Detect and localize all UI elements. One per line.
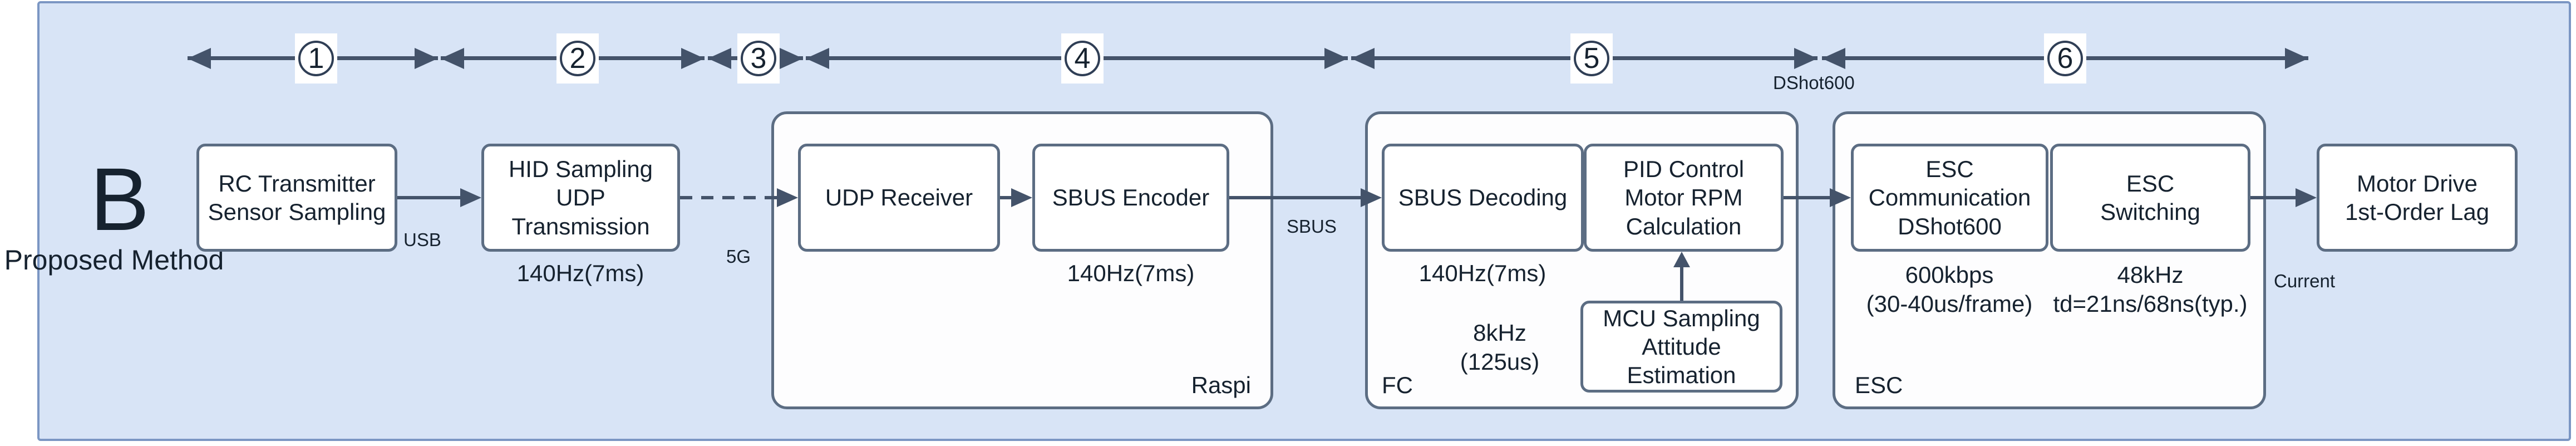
hid-rate-label: 140Hz(7ms) — [516, 260, 644, 286]
esc-switching-rate-label: 48kHz td=21ns/68ns(typ.) — [2053, 262, 2248, 317]
connector-rc-to-hid — [397, 196, 467, 199]
sbus-edge-label: SBUS — [1287, 216, 1337, 237]
fc-container-label: FC — [1382, 372, 1413, 398]
segment-badge-1: 1 — [295, 33, 337, 84]
connector-udp-to-encoder — [1000, 196, 1014, 199]
arrowhead-right-icon — [681, 48, 705, 69]
connector-mcu-to-pid-arrowhead-icon — [1673, 252, 1690, 267]
panel-method-label: Proposed Method — [4, 244, 224, 276]
panel-letter: B — [90, 149, 150, 249]
connector-encoder-to-decoding — [1229, 196, 1363, 199]
block-esc-switching: ESC Switching — [2050, 144, 2250, 252]
segment-badge-2: 2 — [556, 33, 599, 84]
arrowhead-left-icon — [806, 48, 829, 69]
arrowhead-right-icon — [780, 48, 803, 69]
segment-badge-5: 5 — [1570, 33, 1613, 84]
mcu-rate-label: 8kHz (125us) — [1460, 320, 1540, 375]
connector-hid-to-udp-arrowhead-icon — [777, 188, 798, 207]
esc-container-label: ESC — [1855, 372, 1903, 398]
block-mcu-sampling: MCU Sampling Attitude Estimation — [1580, 301, 1782, 393]
circled-number-3: 3 — [741, 41, 776, 76]
connector-udp-to-encoder-arrowhead-icon — [1011, 188, 1032, 207]
segment-badge-3: 3 — [737, 33, 780, 84]
arrowhead-left-icon — [441, 48, 464, 69]
circled-number-2: 2 — [560, 41, 595, 76]
circled-number-6: 6 — [2047, 41, 2083, 76]
block-udp-receiver: UDP Receiver — [798, 144, 1000, 252]
arrowhead-right-icon — [415, 48, 438, 69]
block-pid-control: PID Control Motor RPM Calculation — [1584, 144, 1784, 252]
5g-edge-label: 5G — [726, 246, 751, 267]
circled-number-4: 4 — [1065, 41, 1100, 76]
current-edge-label: Current — [2274, 271, 2336, 291]
arrowhead-left-icon — [1351, 48, 1375, 69]
arrowhead-right-icon — [1324, 48, 1348, 69]
connector-rc-to-hid-arrowhead-icon — [460, 188, 481, 207]
arrowhead-left-icon — [708, 48, 731, 69]
connector-escswitch-to-motor-arrowhead-icon — [2296, 188, 2317, 207]
connector-mcu-to-pid — [1680, 265, 1683, 302]
decoder-rate-label: 140Hz(7ms) — [1418, 260, 1546, 286]
segment-badge-4: 4 — [1061, 33, 1104, 84]
segment-badge-6: 6 — [2044, 33, 2086, 84]
connector-escswitch-to-motor — [2250, 196, 2298, 199]
connector-encoder-to-decoding-arrowhead-icon — [1361, 188, 1382, 207]
arrowhead-right-icon — [1794, 48, 1818, 69]
block-motor-drive: Motor Drive 1st-Order Lag — [2317, 144, 2518, 252]
block-esc-communication: ESC Communication DShot600 — [1851, 144, 2048, 252]
connector-pid-to-esccomm — [1784, 196, 1832, 199]
block-hid-sampling: HID Sampling UDP Transmission — [481, 144, 680, 252]
block-rc-transmitter: RC Transmitter Sensor Sampling — [196, 144, 397, 252]
dshot600-junction-label: DShot600 — [1773, 72, 1855, 93]
block-sbus-decoding: SBUS Decoding — [1382, 144, 1584, 252]
esc-comm-rate-label: 600kbps (30-40us/frame) — [1866, 262, 2033, 317]
usb-edge-label: USB — [403, 229, 441, 250]
connector-pid-to-esccomm-arrowhead-icon — [1830, 188, 1851, 207]
arrowhead-left-icon — [1822, 48, 1845, 69]
arrowhead-left-icon — [188, 48, 211, 69]
circled-number-1: 1 — [298, 41, 334, 76]
arrowhead-right-icon — [2285, 48, 2308, 69]
encoder-rate-label: 140Hz(7ms) — [1067, 260, 1195, 286]
circled-number-5: 5 — [1574, 41, 1609, 76]
connector-hid-to-udp-dashed — [680, 196, 778, 199]
raspi-container-label: Raspi — [1191, 372, 1251, 398]
block-sbus-encoder: SBUS Encoder — [1032, 144, 1229, 252]
